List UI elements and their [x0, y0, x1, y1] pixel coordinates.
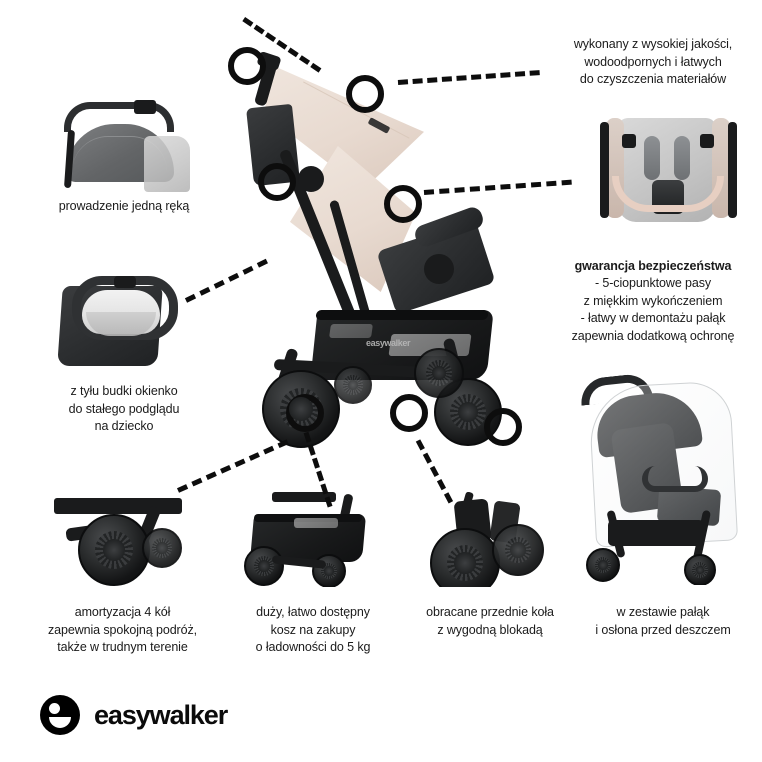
caption-rain-cover: w zestawie pałąk i osłona przed deszczem	[595, 605, 731, 637]
caption-suspension: amortyzacja 4 kół zapewnia spokojną podr…	[48, 605, 197, 654]
caption-safety-heading: gwarancja bezpieczeństwa	[574, 258, 732, 273]
raincover-basket	[608, 520, 704, 546]
brand-wordmark: easywalker	[94, 699, 228, 730]
caption-basket: duży, łatwo dostępny kosz na zakupy o ła…	[255, 605, 371, 654]
seat-frame-right	[728, 122, 737, 218]
logo-eye	[49, 703, 60, 714]
easywalker-smiley-icon	[40, 695, 80, 735]
brand-logo: easywalker	[40, 695, 228, 735]
hero-front-wheel-inner	[414, 348, 464, 398]
shoulder-clip-left	[622, 134, 636, 148]
hero-basket-rim	[315, 310, 489, 320]
harness-pad-left	[644, 136, 660, 180]
hero-frame-logo: easywalker	[366, 338, 411, 348]
canopy-seam	[72, 136, 167, 172]
logo-smile	[49, 717, 71, 728]
caption-swivel-wheels: obracane przednie koła z wygodną blokadą	[426, 605, 554, 637]
handlebar-center-clip	[114, 276, 136, 288]
hero-rear-wheel	[262, 370, 340, 448]
callout-front-wheel-ring[interactable]	[484, 408, 522, 446]
footboard	[54, 498, 182, 514]
raincover-bumper-bar	[642, 466, 708, 492]
feature-image-basket	[238, 492, 398, 587]
front-wheel-right	[492, 524, 544, 576]
raincover-rear-wheel	[586, 548, 620, 582]
connector-suspension	[176, 439, 289, 493]
callout-rear-window-ring[interactable]	[258, 163, 296, 201]
shoulder-clip-right	[700, 134, 714, 148]
callout-canopy-ring[interactable]	[346, 75, 384, 113]
hero-rear-wheel-inner	[334, 366, 372, 404]
feature-image-one-hand	[52, 100, 197, 192]
hero-hub	[424, 254, 454, 284]
basket-rear-wheel	[244, 546, 284, 586]
caption-safety-body: - 5-ciopunktowe pasy z miękkim wykończen…	[571, 276, 735, 343]
caption-rear-window: z tyłu budki okienko do stałego podglądu…	[68, 384, 180, 433]
callout-basket-ring[interactable]	[390, 394, 428, 432]
basket-inner-liner	[294, 518, 338, 528]
handlebar	[64, 102, 174, 132]
feature-image-safety-seat	[586, 118, 754, 226]
window-mesh	[86, 312, 156, 336]
harness-pad-right	[674, 136, 690, 180]
handlebar-hub	[134, 100, 156, 114]
seat-frame-left	[600, 122, 609, 218]
feature-image-rain-cover	[572, 370, 750, 585]
callout-handle-ring[interactable]	[228, 47, 266, 85]
rear-wheel	[78, 514, 150, 586]
caption-materials: wykonany z wysokiej jakości, wodoodporny…	[573, 37, 733, 86]
hero-stroller-image: easywalker	[238, 48, 548, 458]
feature-image-rear-window	[52, 268, 200, 368]
front-wheel-left	[430, 528, 500, 587]
canopy-rear-panel	[144, 136, 190, 192]
hero-basket-mesh-2	[329, 324, 373, 338]
rear-wheel-second	[142, 528, 182, 568]
feature-image-suspension	[46, 492, 206, 587]
raincover-front-wheel	[684, 554, 716, 585]
seat-frame-top	[272, 492, 336, 502]
caption-one-hand: prowadzenie jedną ręką	[58, 199, 190, 213]
hero-frame-joint	[298, 166, 324, 192]
feature-image-swivel-wheels	[408, 492, 568, 587]
callout-seat-ring[interactable]	[384, 185, 422, 223]
caption-safety-block: gwarancja bezpieczeństwa - 5-ciopunktowe …	[545, 240, 761, 345]
